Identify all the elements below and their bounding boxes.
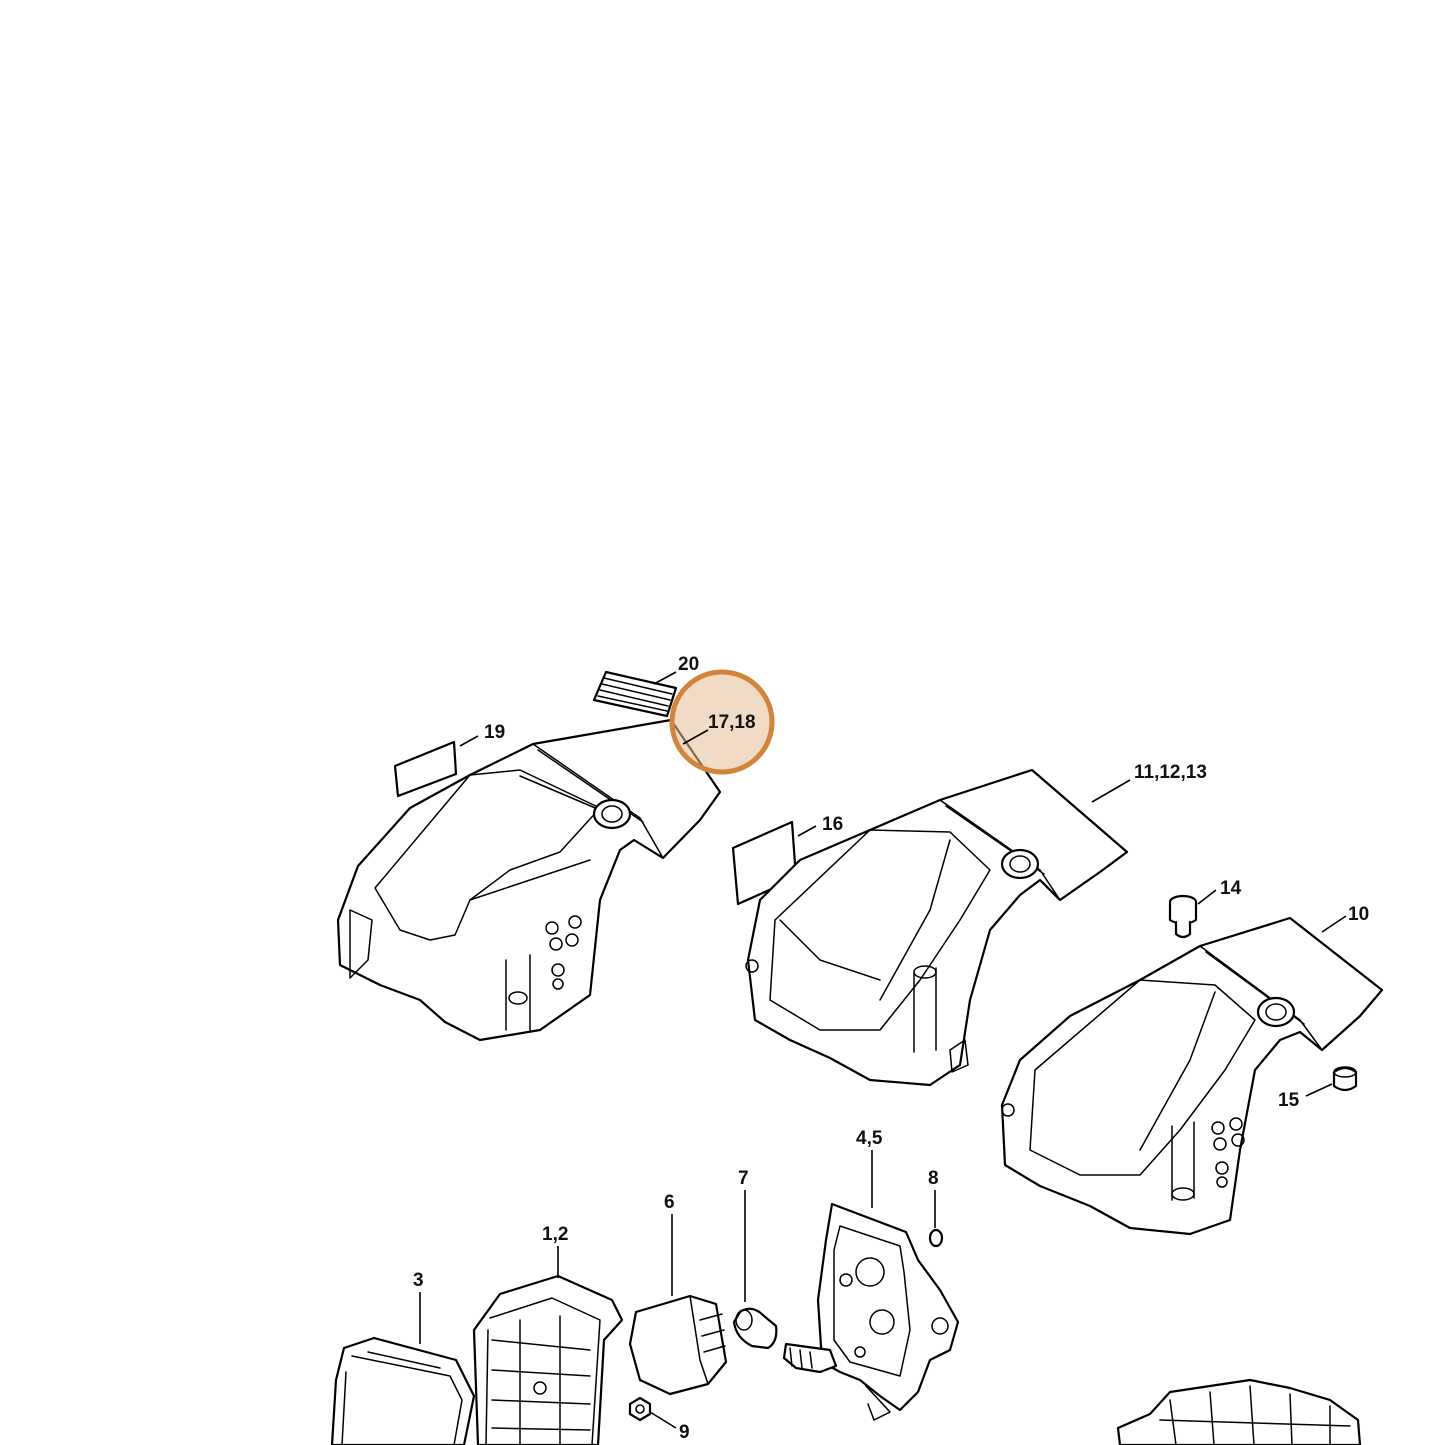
plug-14-icon [1168,894,1198,939]
leader-19 [459,735,479,747]
callout-17-18: 17,18 [708,712,756,733]
callout-6: 6 [664,1192,675,1213]
leader-10 [1321,915,1347,933]
decal-20-icon [592,670,678,718]
carburetor-flange-4-5-icon [816,1202,960,1421]
nut-9-icon [628,1396,652,1422]
leader-17-18 [682,729,709,745]
leader-9 [649,1411,677,1429]
shroud-11-12-13-icon [745,768,1129,1087]
fitting-7-icon [732,1307,838,1374]
leader-16 [797,825,817,837]
callout-1-2: 1,2 [542,1224,568,1245]
callout-9: 9 [679,1422,690,1443]
callout-7: 7 [738,1168,749,1189]
o-ring-8-icon [928,1228,944,1248]
callout-19: 19 [484,722,505,743]
leader-14 [1197,889,1217,905]
callout-14: 14 [1220,878,1242,899]
highlight-circle [669,669,775,775]
decal-19-icon [393,740,458,798]
air-filter-1-2-icon [472,1274,624,1445]
filter-cover-3-icon [330,1336,476,1445]
engine-block-fragment-icon [1116,1378,1362,1445]
callout-20: 20 [678,654,699,675]
callout-8: 8 [928,1168,939,1189]
shroud-17-18-icon [336,718,722,1042]
shroud-10-icon [1000,916,1384,1236]
leader-11-12-13 [1091,779,1131,803]
callout-11-12-13: 11,12,13 [1134,762,1207,783]
callout-10: 10 [1348,904,1369,925]
callout-16: 16 [822,814,843,835]
leader-15 [1305,1083,1333,1097]
callout-15: 15 [1278,1090,1300,1111]
filter-cap-6-icon [628,1294,728,1396]
callout-3: 3 [413,1270,424,1291]
leader-20 [653,671,677,685]
callout-4-5: 4,5 [856,1128,883,1149]
cap-15-icon [1332,1066,1358,1092]
